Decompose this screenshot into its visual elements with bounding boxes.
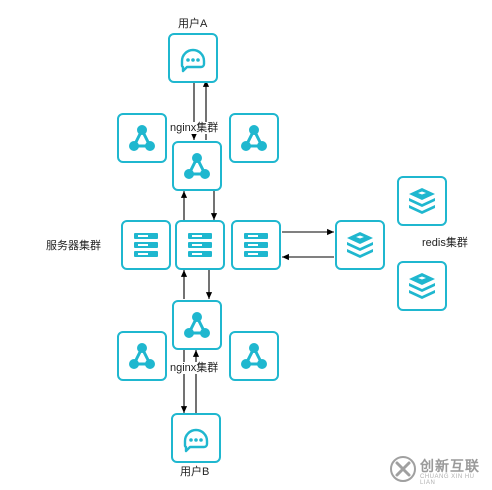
server-cluster-label: 服务器集群: [46, 240, 101, 252]
server-left-node[interactable]: [121, 220, 171, 270]
server-stack-icon: [188, 233, 212, 257]
redis-cluster-label: redis集群: [422, 237, 468, 249]
server-center-node[interactable]: [175, 220, 225, 270]
cluster-nodes-icon: [129, 343, 155, 369]
chat-bubble-icon: [183, 428, 209, 453]
nginx-bottom-right-node[interactable]: [229, 331, 279, 381]
watermark-logo: 创新互联 CHUANG XIN HU LIAN: [390, 452, 490, 488]
server-right-node[interactable]: [231, 220, 281, 270]
nginx-bottom-center-node[interactable]: [172, 300, 222, 350]
user-a-label: 用户A: [178, 18, 208, 30]
cluster-nodes-icon: [184, 153, 210, 179]
server-stack-icon: [134, 233, 158, 257]
cluster-nodes-icon: [184, 312, 210, 338]
chat-bubble-icon: [180, 48, 206, 73]
nginx-top-left-node[interactable]: [117, 113, 167, 163]
server-stack-icon: [244, 233, 268, 257]
redis-stack-icon: [347, 232, 373, 258]
cluster-nodes-icon: [241, 125, 267, 151]
redis-gateway-node[interactable]: [335, 220, 385, 270]
user-b-node[interactable]: [171, 413, 221, 463]
watermark-en-text: CHUANG XIN HU LIAN: [420, 474, 475, 486]
watermark-x-icon: [390, 456, 416, 482]
nginx-top-center-node[interactable]: [172, 141, 222, 191]
nginx-top-right-node[interactable]: [229, 113, 279, 163]
watermark-cn-text: 创新互联: [420, 458, 480, 474]
user-b-label: 用户B: [180, 466, 210, 478]
nginx-bottom-label: nginx集群: [170, 362, 219, 374]
redis-stack-icon: [409, 188, 435, 214]
user-a-node[interactable]: [168, 33, 218, 83]
cluster-nodes-icon: [241, 343, 267, 369]
redis-stack-icon: [409, 273, 435, 299]
redis-node-top[interactable]: [397, 176, 447, 226]
nginx-bottom-left-node[interactable]: [117, 331, 167, 381]
redis-node-bottom[interactable]: [397, 261, 447, 311]
nginx-top-label: nginx集群: [170, 122, 219, 134]
cluster-nodes-icon: [129, 125, 155, 151]
